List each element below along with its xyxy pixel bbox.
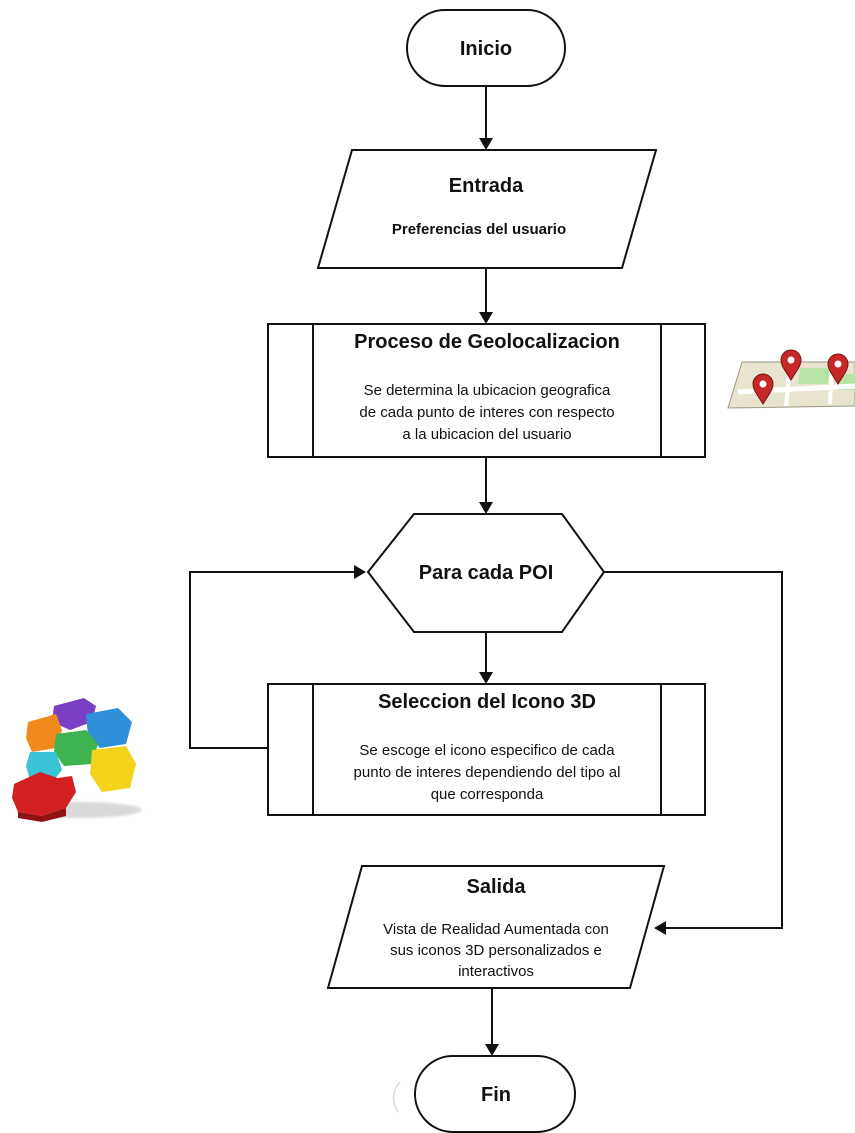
seleccion-line-3: que corresponda (431, 786, 544, 803)
loop-shape (366, 513, 606, 633)
geolocalizacion-line-1: Se determina la ubicacion geografica (364, 382, 611, 399)
node-inicio: Inicio (406, 9, 566, 87)
fin-label: Fin (481, 1084, 511, 1106)
node-fin: Fin (392, 1055, 576, 1133)
arrowhead-seleccion-loop-back (354, 565, 366, 579)
puzzle-pieces-icon (12, 698, 142, 822)
entrada-text: Preferencias del usuario (392, 221, 566, 238)
geolocalizacion-line-3: a la ubicacion del usuario (402, 426, 571, 443)
geolocalizacion-line-2: de cada punto de interes con respecto (359, 404, 614, 421)
salida-line-2: sus iconos 3D personalizados e (390, 942, 602, 959)
entrada-shape (316, 149, 658, 269)
arrowhead-inicio-entrada (479, 138, 493, 150)
loop-label: Para cada POI (419, 562, 554, 584)
salida-shape (326, 865, 666, 989)
node-loop: Para cada POI (366, 513, 606, 633)
puzzle-piece-red (12, 772, 76, 816)
inicio-shape (406, 9, 566, 87)
puzzle-piece-yellow (90, 746, 136, 792)
seleccion-line-2: punto de interes dependiendo del tipo al (354, 764, 621, 781)
edge-loop-salida (604, 571, 783, 929)
arrowhead-salida-fin (485, 1044, 499, 1056)
seleccion-title: Seleccion del Icono 3D (378, 691, 596, 713)
puzzle-piece-blue (86, 708, 132, 748)
fin-ghost-arc (392, 1081, 401, 1113)
map-pin-icon (752, 373, 774, 405)
node-salida: Salida Vista de Realidad Aumentada con s… (326, 865, 666, 989)
arrowhead-loop-salida (654, 921, 666, 935)
fin-shape (414, 1055, 576, 1133)
edge-seleccion-loop-back (189, 571, 356, 749)
node-geolocalizacion: Proceso de Geolocalizacion Se determina … (267, 323, 706, 458)
geolocalizacion-shape (267, 323, 706, 458)
seleccion-line-1: Se escoge el icono especifico de cada (359, 742, 615, 759)
puzzle-piece-green (54, 730, 98, 766)
salida-line-1: Vista de Realidad Aumentada con (383, 921, 609, 938)
map-pin-icon (780, 349, 802, 381)
puzzle-piece-orange (26, 714, 62, 752)
map-pin-icon (827, 353, 849, 385)
entrada-title: Entrada (449, 175, 524, 197)
geolocalizacion-title: Proceso de Geolocalizacion (354, 331, 620, 353)
arrowhead-entrada-geolocalizacion (479, 312, 493, 324)
arrowhead-geolocalizacion-loop (479, 502, 493, 514)
salida-title: Salida (467, 876, 527, 898)
map-with-pins-icon (727, 349, 855, 409)
puzzle-piece-red-shade (18, 808, 66, 822)
node-seleccion: Seleccion del Icono 3D Se escoge el icon… (267, 683, 706, 816)
puzzle-piece-purple (52, 698, 96, 730)
inicio-label: Inicio (460, 38, 512, 60)
connectors (189, 86, 783, 1056)
arrowhead-loop-seleccion (479, 672, 493, 684)
salida-line-3: interactivos (458, 963, 534, 980)
node-entrada: Entrada Preferencias del usuario (316, 149, 658, 269)
seleccion-shape (267, 683, 706, 816)
map-green-patch (798, 368, 830, 384)
